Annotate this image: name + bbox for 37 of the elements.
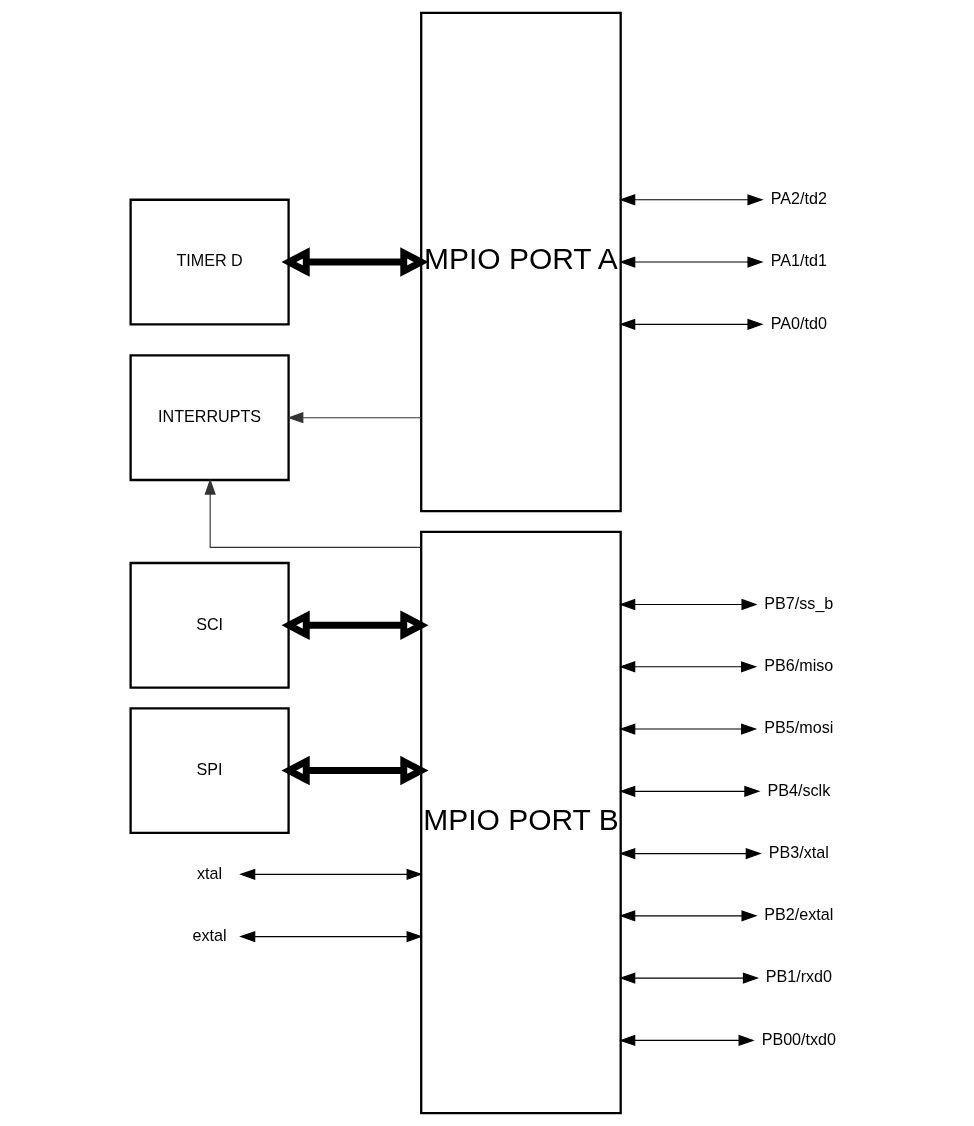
node-text: PA2/td2 <box>770 189 827 208</box>
node-text: PA1/td1 <box>770 251 827 270</box>
node-text: PB3/xtal <box>768 842 829 861</box>
arrow <box>238 930 423 943</box>
node-text: PB4/sclk <box>766 780 830 799</box>
arrow <box>618 972 759 984</box>
node-box: SCI <box>128 561 290 689</box>
node-box: SPI <box>128 707 290 834</box>
arrow <box>618 847 762 860</box>
arrow <box>618 910 758 922</box>
node-text: PB5/mosi <box>763 718 833 737</box>
arrow <box>281 610 428 641</box>
arrow <box>618 1034 755 1047</box>
node-text: xtal <box>196 863 222 882</box>
node-text: PB1/rxd0 <box>765 967 832 986</box>
node-text: PA0/td0 <box>770 313 827 332</box>
arrow <box>238 868 423 880</box>
arrow <box>204 478 421 548</box>
node-box: MPIO PORT B <box>419 530 622 1115</box>
arrow <box>618 318 764 330</box>
arrow <box>281 755 428 786</box>
node-text: extal <box>192 925 227 944</box>
arrow <box>286 412 422 424</box>
node-text: PB2/extal <box>763 905 833 924</box>
node-text: PB7/ss_b <box>763 593 833 612</box>
arrow <box>281 247 428 277</box>
arrow <box>618 723 757 735</box>
node-text: PB00/txd0 <box>761 1029 836 1048</box>
arrow <box>618 785 760 797</box>
node-box: MPIO PORT A <box>419 11 622 513</box>
arrow <box>618 256 764 268</box>
node-box: INTERRUPTS <box>128 354 290 482</box>
node-box: TIMER D <box>128 198 290 326</box>
arrow <box>618 598 758 611</box>
arrow <box>618 194 764 206</box>
arrow <box>618 661 757 673</box>
node-text: PB6/miso <box>763 656 833 675</box>
